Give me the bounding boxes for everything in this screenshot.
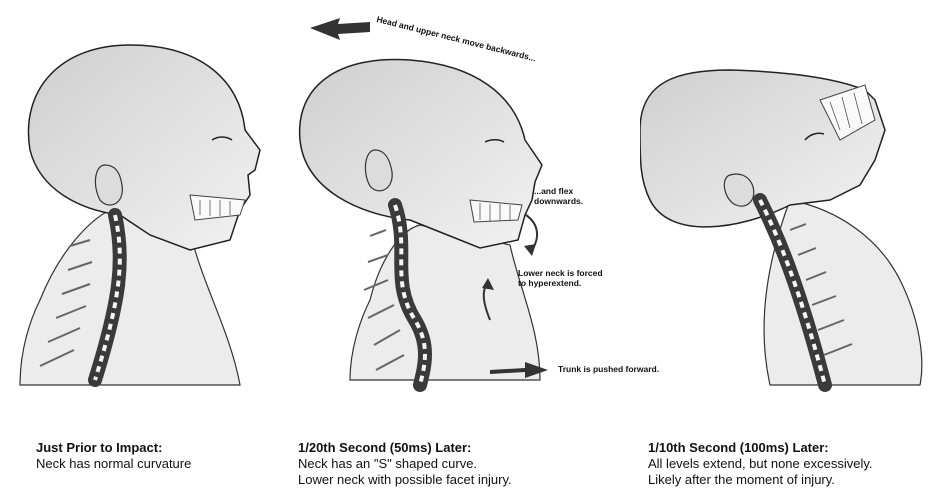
caption-prior-impact: Just Prior to Impact: Neck has normal cu… xyxy=(36,440,191,472)
annotation-lower-neck: Lower neck is forced to hyperextend. xyxy=(518,268,603,288)
panel-prior-impact xyxy=(0,0,300,400)
arrow-flex-down-icon xyxy=(524,244,536,256)
caption-line: Neck has an "S" shaped curve. xyxy=(298,456,512,472)
caption-title: 1/10th Second (100ms) Later: xyxy=(648,440,873,456)
panel-50ms: Head and upper neck move backwards... ..… xyxy=(290,0,650,400)
caption-line: Neck has normal curvature xyxy=(36,456,191,472)
caption-50ms: 1/20th Second (50ms) Later: Neck has an … xyxy=(298,440,512,488)
caption-line: Lower neck with possible facet injury. xyxy=(298,472,512,488)
annotation-flex-line1: ...and flex xyxy=(534,186,583,196)
caption-100ms: 1/10th Second (100ms) Later: All levels … xyxy=(648,440,873,488)
caption-title: 1/20th Second (50ms) Later: xyxy=(298,440,512,456)
head-neck-illustration-extended xyxy=(640,0,946,400)
annotation-flex-downwards: ...and flex downwards. xyxy=(534,186,583,206)
annotation-flex-line2: downwards. xyxy=(534,196,583,206)
annotation-lower-neck-line1: Lower neck is forced xyxy=(518,268,603,278)
caption-title: Just Prior to Impact: xyxy=(36,440,191,456)
arrow-backwards-icon xyxy=(310,18,370,40)
caption-line: Likely after the moment of injury. xyxy=(648,472,873,488)
head-neck-illustration-s-curve xyxy=(290,0,650,400)
head-neck-illustration-normal xyxy=(0,0,300,400)
annotation-lower-neck-line2: to hyperextend. xyxy=(518,278,603,288)
panel-100ms xyxy=(640,0,946,400)
caption-line: All levels extend, but none excessively. xyxy=(648,456,873,472)
